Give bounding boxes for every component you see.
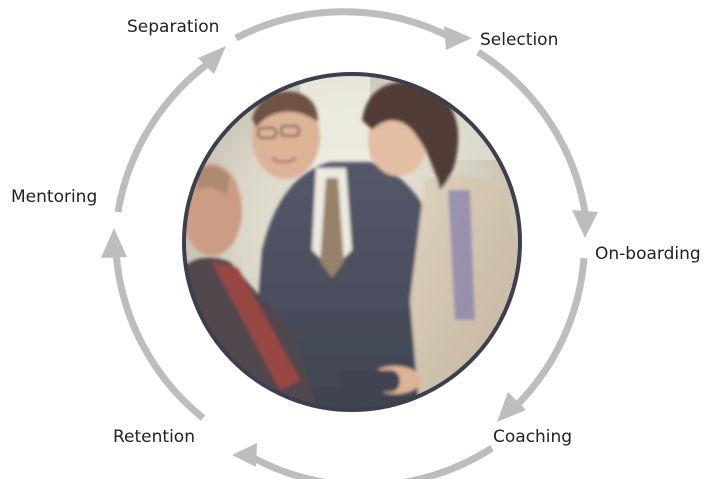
stage-label-coaching: Coaching [493,427,573,447]
stage-label-separation: Separation [127,17,220,37]
arrowhead-retention [232,443,257,467]
arrowhead-separation [198,46,226,74]
arrowhead-mentoring [101,228,127,258]
arrow-selection-to-onboarding [476,49,589,213]
arrowhead-selection [444,26,472,50]
arrow-coaching-to-retention [248,445,494,479]
arrowhead-onboarding [572,210,598,238]
arrow-mentoring-to-separation [114,59,213,213]
business-handshake-photo [182,72,522,412]
stage-label-retention: Retention [113,427,195,447]
photo-frame [182,72,522,412]
arrow-retention-to-mentoring [112,251,206,421]
stage-label-selection: Selection [480,30,559,50]
stage-label-onboarding: On-boarding [595,244,701,264]
arrow-separation-to-selection [234,8,450,42]
arrow-onboarding-to-coaching [512,257,588,410]
arrowhead-coaching [497,392,526,422]
stage-label-mentoring: Mentoring [11,187,98,207]
cycle-arrowheads [101,26,598,467]
cycle-arrows [112,8,589,479]
